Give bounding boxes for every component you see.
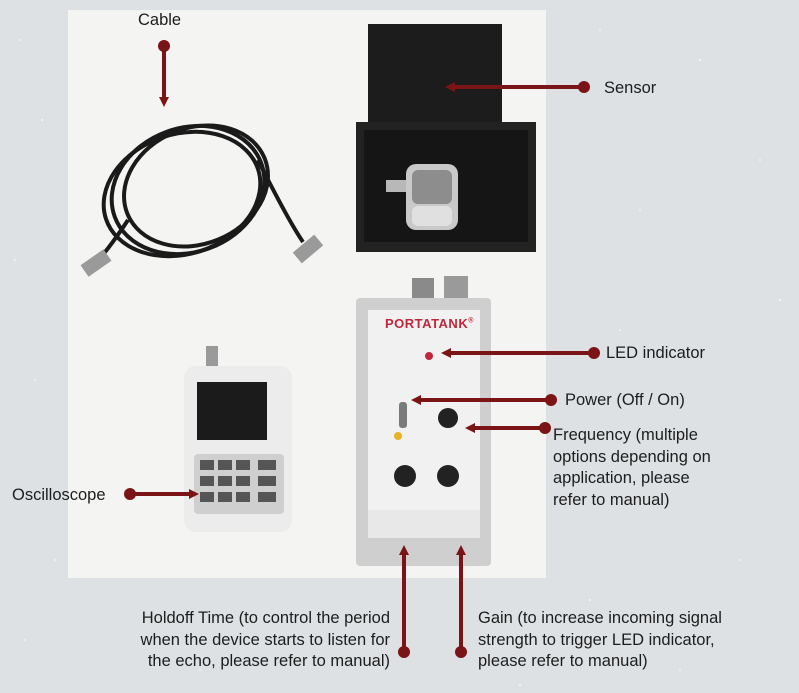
- led-dot: [588, 347, 600, 359]
- oscilloscope-dot: [124, 488, 136, 500]
- bnc-connector-left: [80, 249, 112, 277]
- product-illustration: [80, 24, 536, 566]
- label-oscilloscope: Oscilloscope: [12, 486, 106, 504]
- label-frequency: Frequency (multiple options depending on…: [553, 426, 711, 509]
- label-gain: Gain (to increase incoming signal streng…: [478, 609, 722, 670]
- cable-dot: [158, 40, 170, 52]
- label-led-indicator: LED indicator: [606, 344, 706, 362]
- frequency-dot: [539, 422, 551, 434]
- sensor-box-image: [356, 24, 536, 252]
- label-holdoff-time: Holdoff Time (to control the period when…: [140, 609, 390, 670]
- holdoff-dot: [398, 646, 410, 658]
- power-dot: [545, 394, 557, 406]
- product-photo: [68, 10, 546, 578]
- label-cable: Cable: [138, 11, 182, 29]
- label-sensor: Sensor: [604, 79, 657, 97]
- bnc-connector-right: [292, 234, 324, 264]
- sensor-dot: [578, 81, 590, 93]
- gain-dot: [455, 646, 467, 658]
- portatank-logo: PORTATANK®: [385, 316, 474, 331]
- label-power: Power (Off / On): [565, 391, 685, 409]
- portatank-device-image: [356, 276, 491, 566]
- oscilloscope-screen: [197, 382, 267, 440]
